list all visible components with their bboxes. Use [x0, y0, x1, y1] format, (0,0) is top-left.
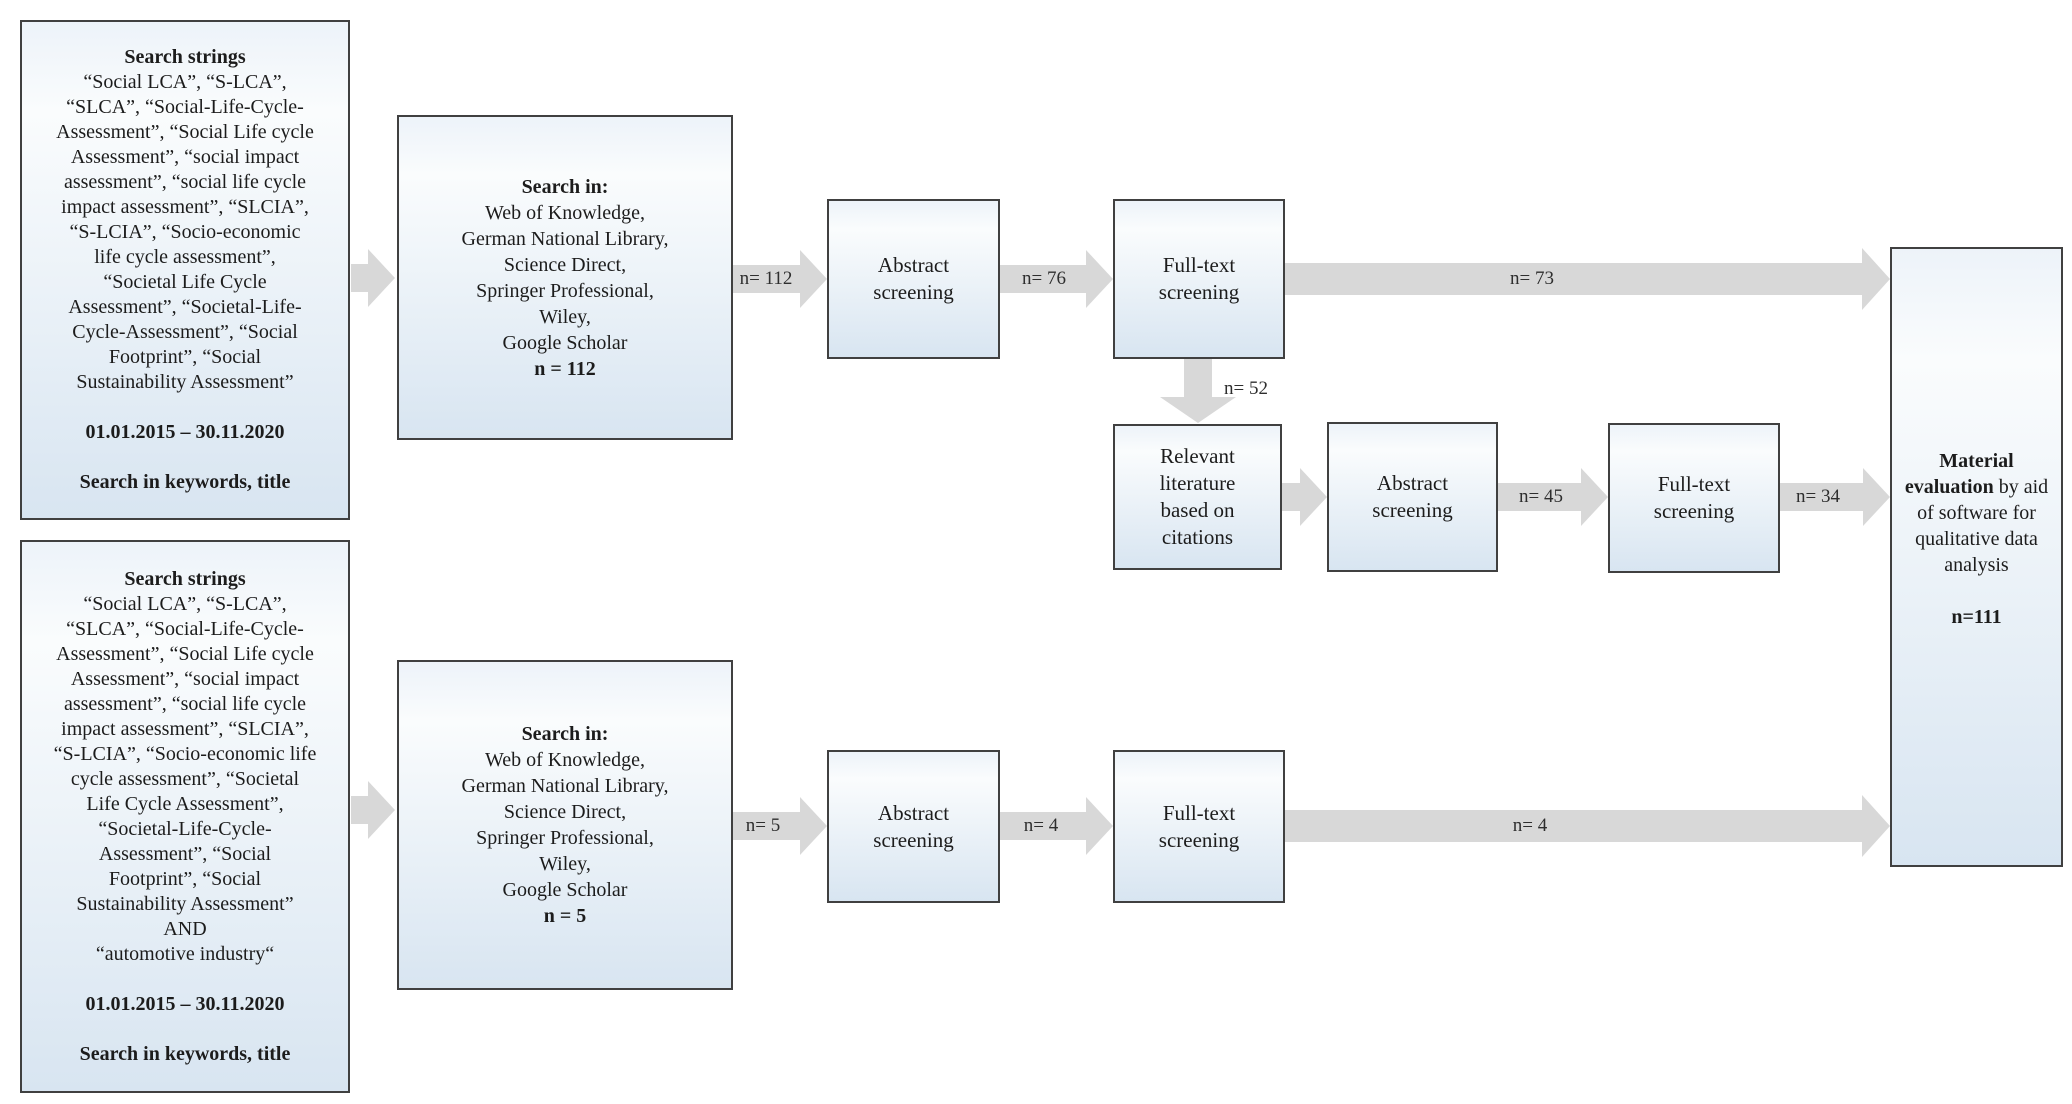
fulltext-screening-label: Full-text screening: [1653, 472, 1735, 523]
database-count: n = 112: [534, 357, 596, 380]
arrow-db-to-abstract-bottom: n= 5: [733, 797, 827, 855]
arrow-fulltext-to-citations: n= 52: [1160, 359, 1268, 423]
material-evaluation-box: Material evaluation by aid of software f…: [1890, 247, 2063, 867]
database-box-top: Search in: Web of Knowledge, German Nati…: [397, 115, 733, 440]
abstract-screening-box-citations: Abstract screening: [1327, 422, 1498, 572]
arrow-shaft: [1000, 812, 1086, 840]
arrow-shaft: [1000, 265, 1086, 293]
search-scope: Search in keywords, title: [79, 1042, 291, 1065]
arrow-fulltext-to-material-citations: n= 34: [1780, 468, 1890, 526]
search-date-range: 01.01.2015 – 30.11.2020: [85, 421, 285, 443]
abstract-screening-box-top: Abstract screening: [827, 199, 1000, 359]
material-evaluation-text: Material evaluation by aid of software f…: [1902, 448, 2051, 578]
arrow-head-icon: [368, 781, 395, 839]
arrow-count-label: n= 112: [739, 268, 793, 289]
arrow-count-label: n= 4: [1512, 815, 1548, 836]
arrow-abstract-to-fulltext-citations: n= 45: [1498, 468, 1608, 526]
abstract-screening-label: Abstract screening: [1372, 471, 1453, 522]
database-count: n = 5: [543, 905, 587, 927]
arrow-head-icon: [1862, 795, 1890, 857]
arrow-head-icon: [1581, 468, 1608, 526]
search-date-range: 01.01.2015 – 30.11.2020: [85, 992, 285, 1015]
search-strings-title: Search strings: [124, 567, 246, 590]
search-strings-box-top: Search strings “Social LCA”, “S-LCA”, “S…: [20, 20, 350, 520]
arrow-head-icon: [1863, 468, 1890, 526]
arrow-search-to-db-bottom: [351, 781, 395, 839]
database-sources-list: Web of Knowledge, German National Librar…: [461, 201, 669, 354]
arrow-head-icon: [1300, 468, 1327, 526]
search-strings-box-bottom: Search strings “Social LCA”, “S-LCA”, “S…: [20, 540, 350, 1093]
database-box-title: Search in:: [521, 175, 609, 198]
arrow-shaft: [351, 264, 368, 292]
search-strings-title: Search strings: [124, 46, 246, 68]
arrow-count-label: n= 52: [1224, 378, 1268, 399]
database-box-title: Search in:: [521, 723, 609, 745]
material-evaluation-title: Material evaluation: [1904, 450, 2014, 498]
relevant-literature-label: Relevant literature based on citations: [1159, 444, 1236, 549]
fulltext-screening-box-bottom: Full-text screening: [1113, 750, 1285, 903]
arrow-count-label: n= 5: [745, 815, 781, 836]
arrow-shaft: [1780, 483, 1863, 511]
search-scope: Search in keywords, title: [79, 471, 291, 493]
arrow-head-icon: [800, 250, 827, 308]
arrow-head-icon: [1086, 797, 1113, 855]
arrow-shaft: [1498, 483, 1581, 511]
arrow-shaft: [351, 796, 368, 824]
relevant-literature-box: Relevant literature based on citations: [1113, 424, 1282, 570]
arrow-fulltext-to-material-top: n= 73: [1285, 248, 1890, 310]
arrow-shaft: [1282, 483, 1300, 511]
arrow-count-label: n= 73: [1510, 268, 1554, 289]
search-terms-list: “Social LCA”, “S-LCA”, “SLCA”, “Social-L…: [56, 71, 314, 393]
arrow-head-icon: [1160, 397, 1236, 423]
arrow-db-to-abstract-top: n= 112: [733, 250, 827, 308]
arrow-abstract-to-fulltext-top: n= 76: [1000, 250, 1113, 308]
arrow-head-icon: [800, 797, 827, 855]
arrow-shaft: [1184, 359, 1212, 397]
fulltext-screening-box-citations: Full-text screening: [1608, 423, 1780, 573]
database-box-bottom: Search in: Web of Knowledge, German Nati…: [397, 660, 733, 990]
material-evaluation-description: by aid of software for qualitative data …: [1915, 476, 2049, 576]
database-sources-list: Web of Knowledge, German National Librar…: [461, 749, 669, 901]
fulltext-screening-label: Full-text screening: [1158, 800, 1240, 852]
arrow-search-to-db-top: [351, 249, 395, 307]
arrow-head-icon: [1086, 250, 1113, 308]
fulltext-screening-box-top: Full-text screening: [1113, 199, 1285, 359]
arrow-count-label: n= 4: [1023, 815, 1059, 836]
arrow-shaft: [1285, 810, 1862, 842]
search-terms-list: “Social LCA”, “S-LCA”, “SLCA”, “Social-L…: [53, 592, 317, 965]
abstract-screening-label: Abstract screening: [873, 253, 954, 304]
fulltext-screening-label: Full-text screening: [1158, 253, 1240, 304]
abstract-screening-box-bottom: Abstract screening: [827, 750, 1000, 903]
arrow-abstract-to-fulltext-bottom: n= 4: [1000, 797, 1113, 855]
arrow-citations-to-abstract: [1282, 468, 1327, 526]
material-evaluation-count: n=111: [1951, 606, 2002, 628]
arrow-head-icon: [1862, 248, 1890, 310]
arrow-fulltext-to-material-bottom: n= 4: [1285, 795, 1890, 857]
arrow-shaft: [733, 812, 800, 840]
arrow-head-icon: [368, 249, 395, 307]
arrow-shaft: [733, 265, 800, 293]
abstract-screening-label: Abstract screening: [873, 800, 954, 852]
arrow-count-label: n= 34: [1796, 486, 1840, 507]
arrow-count-label: n= 45: [1519, 486, 1563, 507]
arrow-shaft: [1285, 263, 1862, 295]
arrow-count-label: n= 76: [1022, 268, 1066, 289]
